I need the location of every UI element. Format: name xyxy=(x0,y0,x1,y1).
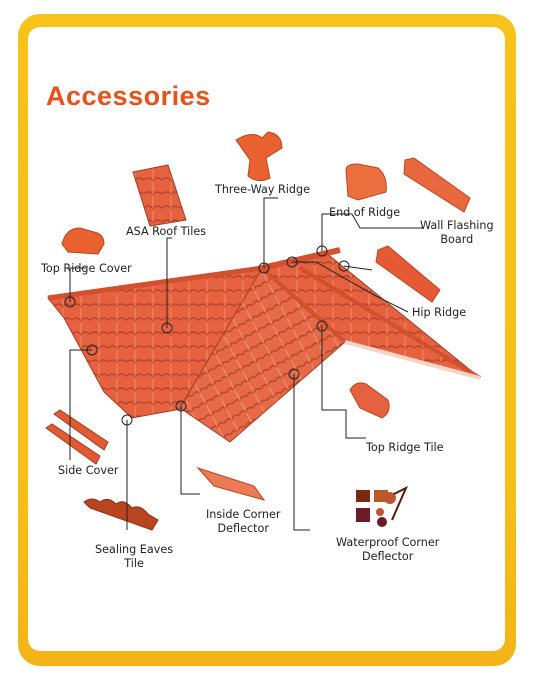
hip-ridge-piece xyxy=(375,245,441,303)
three-way-ridge-piece xyxy=(235,131,283,182)
main-ridge xyxy=(47,265,263,301)
label-hip-ridge: Hip Ridge xyxy=(412,306,467,319)
inside-corner-deflector-piece xyxy=(196,466,266,501)
label-three-way-ridge: Three-Way Ridge xyxy=(215,183,310,196)
callout-lines xyxy=(69,197,422,531)
top-ridge-tile-piece xyxy=(349,382,390,419)
label-side-cover: Side Cover xyxy=(58,464,119,477)
side-cover-pieces xyxy=(45,409,109,465)
label-end-of-ridge: End of Ridge xyxy=(329,206,401,219)
hip-ridge-line xyxy=(298,266,482,380)
label-waterproof-corner-deflector: Waterproof Corner Deflector xyxy=(336,536,440,563)
end-of-ridge-piece xyxy=(345,163,387,201)
gable-ridge xyxy=(260,266,347,344)
eave-edge xyxy=(344,340,481,380)
label-sealing-eaves-tile: Sealing Eaves Tile xyxy=(95,543,174,570)
waterproof-corner-deflector-pieces xyxy=(356,485,409,527)
wall-flashing-board-piece xyxy=(403,157,471,213)
label-wall-flashing-board: Wall Flashing Board xyxy=(420,219,494,246)
top-ridge-cover-piece xyxy=(61,227,105,255)
asa-roof-tiles-sample xyxy=(132,164,187,227)
label-inside-corner-deflector: Inside Corner Deflector xyxy=(206,508,281,535)
page-title: Accessories xyxy=(46,81,211,111)
callout-rings xyxy=(64,245,350,426)
label-asa-roof-tiles: ASA Roof Tiles xyxy=(126,225,207,238)
label-top-ridge-cover: Top Ridge Cover xyxy=(41,262,132,275)
sealing-eaves-tile-piece xyxy=(83,498,159,531)
label-top-ridge-tile: Top Ridge Tile xyxy=(366,441,444,454)
